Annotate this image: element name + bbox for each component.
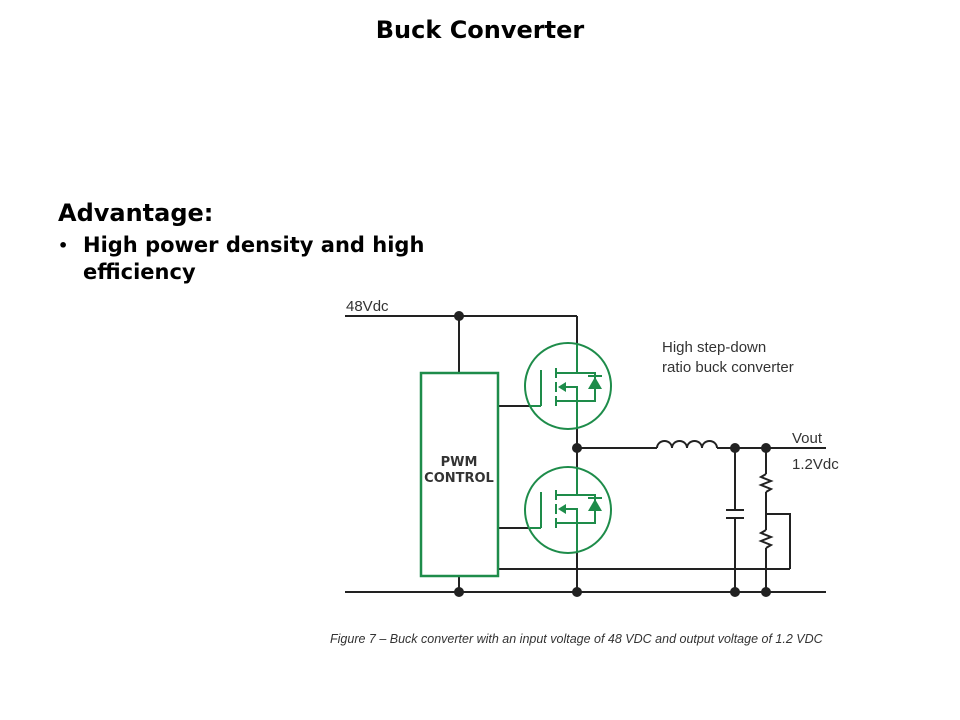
junction-dots	[454, 311, 771, 597]
mosfet-arrow-icon	[558, 504, 566, 514]
junction-dot	[572, 587, 582, 597]
advantage-heading: Advantage:	[58, 199, 214, 227]
resistor-lower	[758, 529, 774, 549]
figure-caption: Figure 7 – Buck converter with an input …	[330, 632, 824, 646]
pwm-control-block	[419, 371, 500, 578]
description-line-1: High step-down	[662, 339, 766, 356]
mosfet-arrow-icon	[558, 382, 566, 392]
output-label: Vout	[792, 430, 823, 447]
resistor-upper	[758, 473, 774, 493]
body-diode-icon	[588, 499, 602, 511]
feedback-tap-wire	[766, 513, 791, 569]
description-line-2: ratio buck converter	[662, 359, 794, 376]
slide-title: Buck Converter	[375, 16, 585, 44]
high-side-mosfet-icon	[524, 342, 612, 430]
inductor	[656, 440, 718, 449]
body-diode-icon	[588, 377, 602, 389]
junction-dot	[730, 443, 740, 453]
junction-dot	[761, 587, 771, 597]
junction-dot	[730, 587, 740, 597]
bullet-text: High power density and high efficiency	[83, 233, 425, 284]
advantage-list: • High power density and high efficiency	[58, 232, 498, 286]
output-voltage-label: 1.2Vdc	[792, 456, 839, 473]
junction-dot	[454, 311, 464, 321]
bullet-item: • High power density and high efficiency	[58, 232, 498, 286]
pwm-label: PWM	[441, 455, 478, 470]
junction-dot	[572, 443, 582, 453]
bullet-icon: •	[58, 236, 69, 255]
junction-dot	[454, 587, 464, 597]
low-side-mosfet-icon	[524, 466, 612, 554]
input-voltage-label: 48Vdc	[346, 298, 389, 315]
junction-dot	[761, 443, 771, 453]
control-label: CONTROL	[424, 471, 494, 486]
